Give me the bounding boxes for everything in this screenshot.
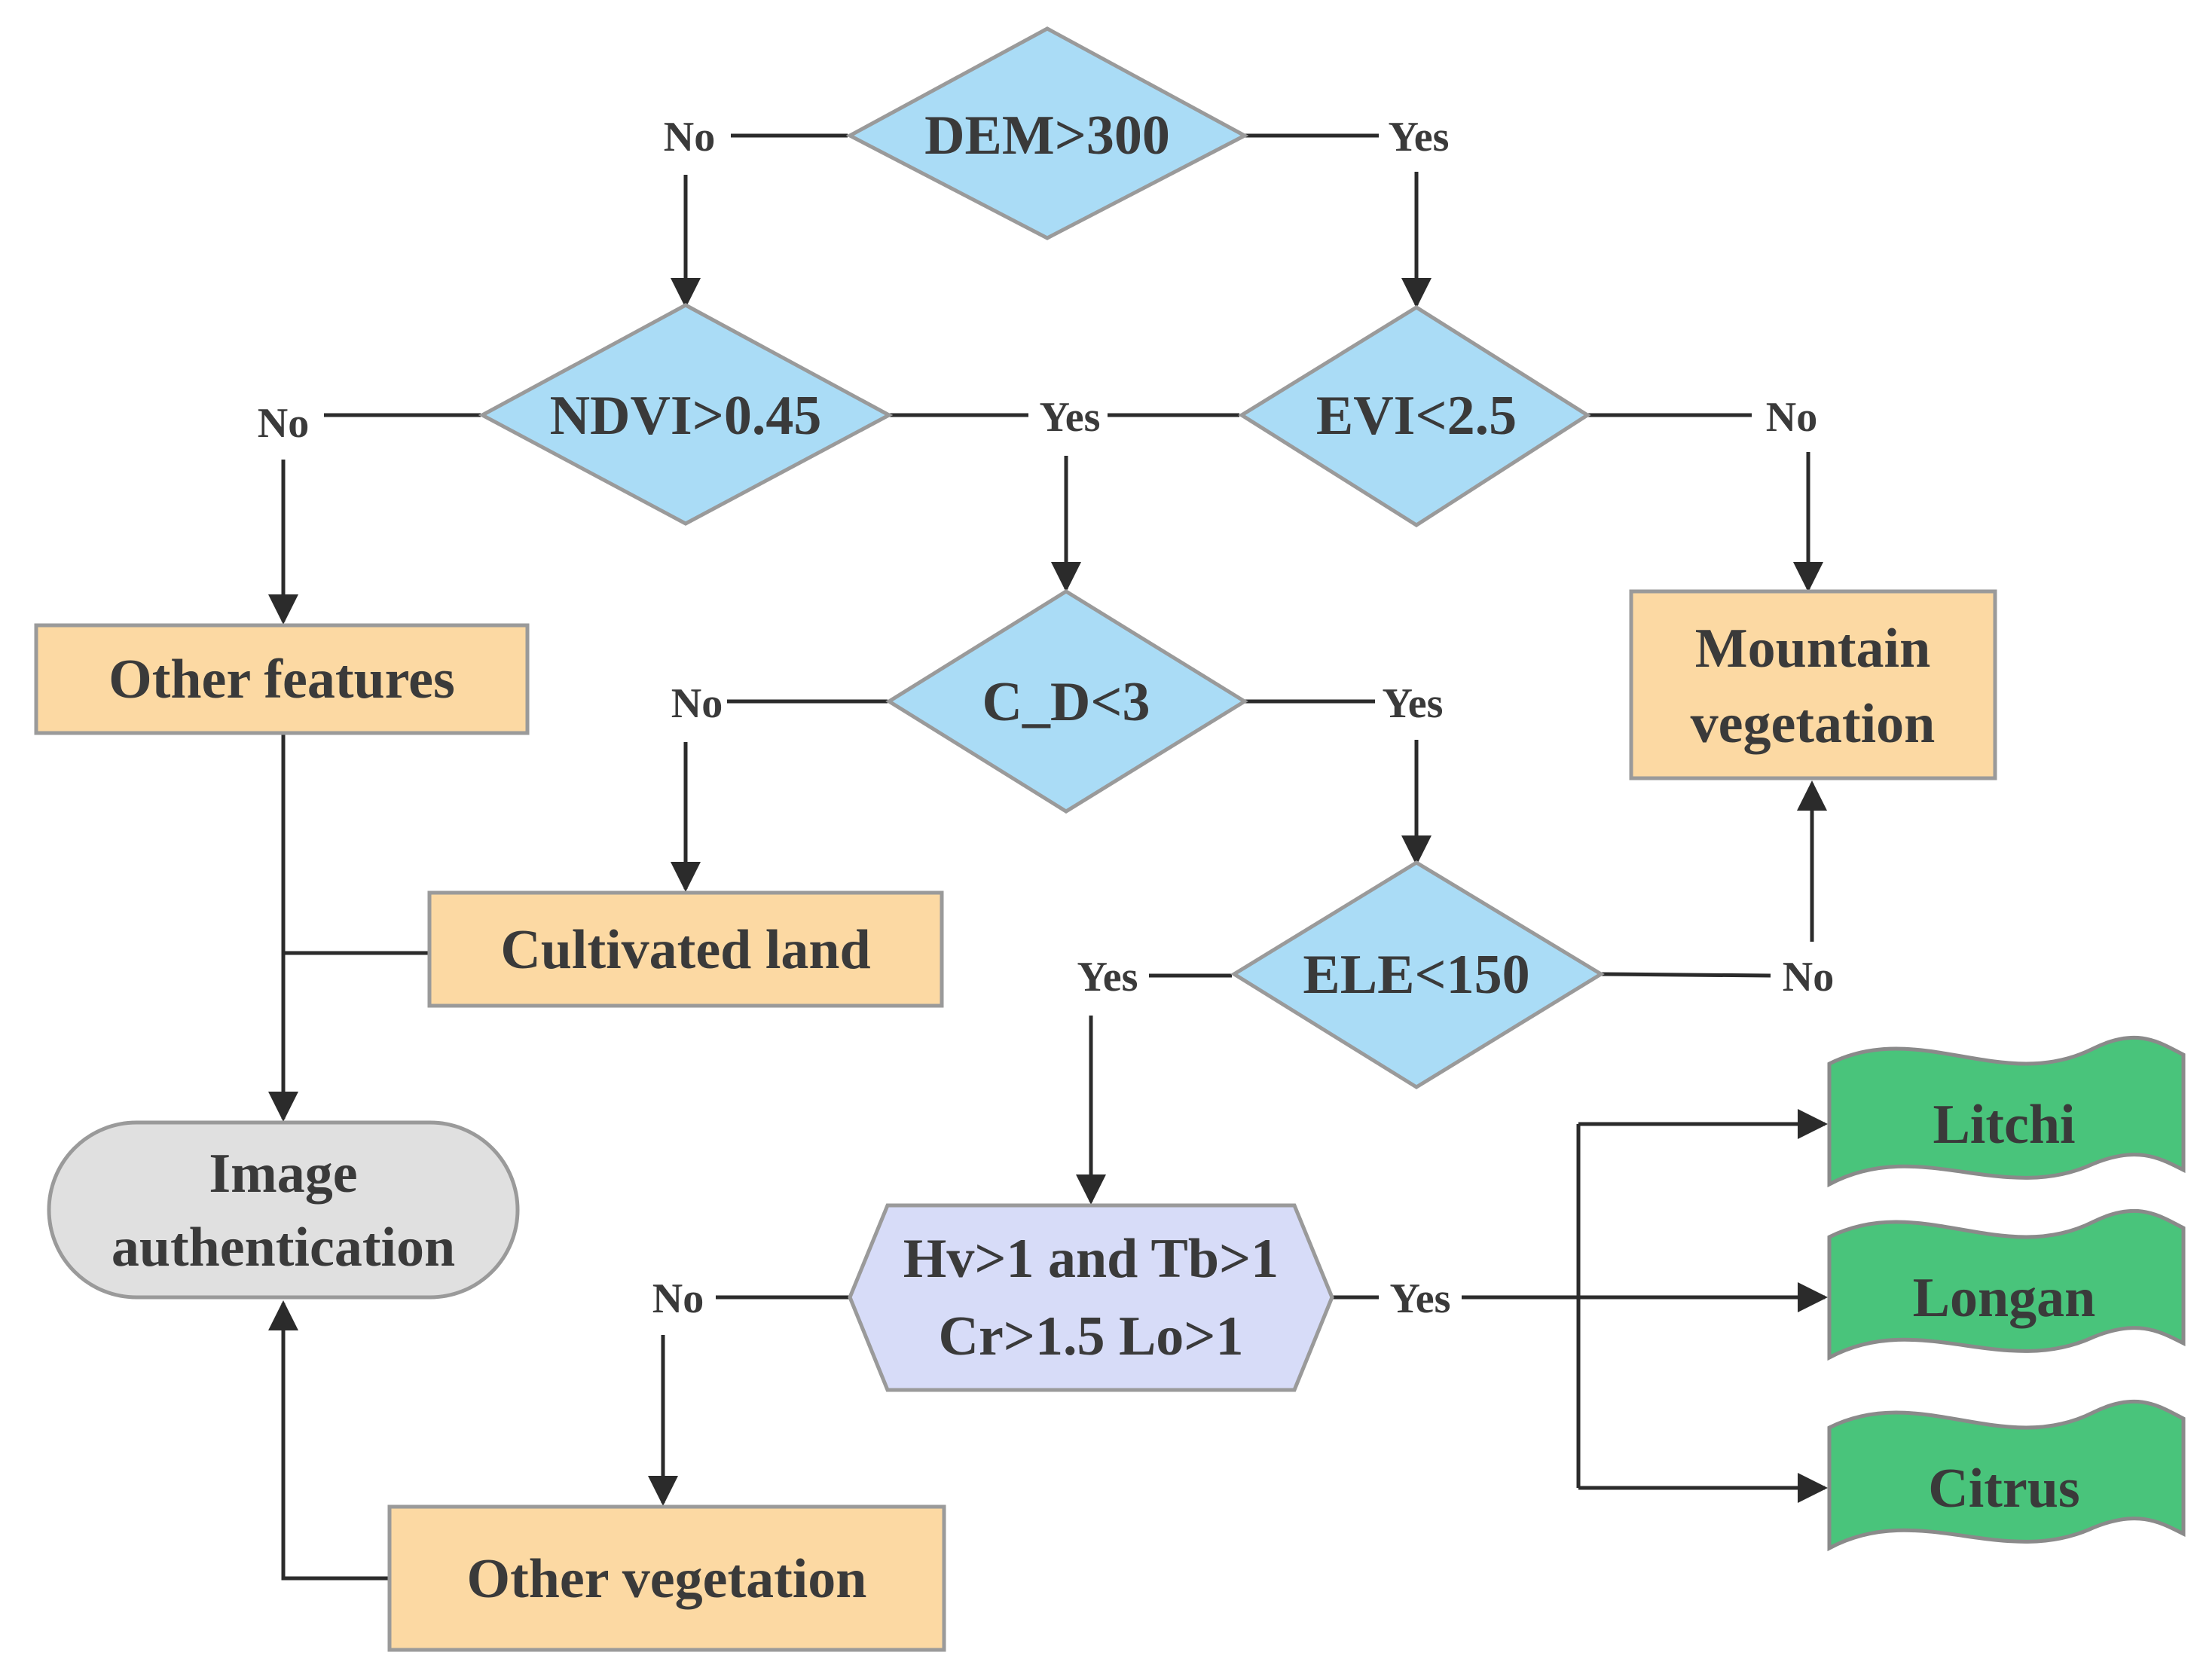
process-other-vegetation-text: Other vegetation (467, 1548, 867, 1610)
decision-ndvi: NDVI>0.45 (478, 303, 894, 526)
process-mountain-text-line1: Mountain (1695, 618, 1931, 680)
process-mountain-vegetation: Mountain vegetation (1629, 589, 1997, 780)
decision-ele-text: ELE<150 (1303, 944, 1529, 1006)
edge-othveg-to-image (268, 1300, 388, 1581)
output-citrus: Citrus (1827, 1399, 2186, 1552)
output-citrus-text: Citrus (1928, 1458, 2079, 1520)
terminal-image-text-line2: authentication (112, 1217, 455, 1278)
label-cd-no: No (671, 680, 723, 727)
process-other-vegetation: Other vegetation (387, 1504, 946, 1652)
decision-ndvi-text: NDVI>0.45 (550, 385, 822, 447)
label-hex-no: No (652, 1275, 704, 1322)
process-mountain-text-line2: vegetation (1691, 693, 1936, 755)
decision-ele: ELE<150 (1230, 860, 1605, 1089)
label-ndvi-evi-yes: Yes (1040, 394, 1101, 441)
label-evi-no: No (1766, 394, 1817, 441)
label-ele-yes: Yes (1077, 954, 1138, 1000)
label-dem-yes: Yes (1389, 114, 1450, 160)
decision-cd: C_D<3 (885, 589, 1248, 814)
decision-evi: EVI<2.5 (1238, 305, 1591, 527)
decision-dem-text: DEM>300 (924, 105, 1170, 166)
label-cd-yes: Yes (1383, 680, 1444, 727)
decision-hexagon: Hv>1 and Tb>1 Cr>1.5 Lo>1 (848, 1203, 1334, 1392)
decision-hexagon-text-line1: Hv>1 and Tb>1 (903, 1228, 1279, 1290)
label-hex-yes: Yes (1390, 1275, 1451, 1322)
process-other-features-text: Other features (108, 649, 455, 710)
output-litchi: Litchi (1827, 1035, 2186, 1188)
output-longan-text: Longan (1913, 1267, 2096, 1329)
process-cultivated-text: Cultivated land (500, 919, 870, 981)
decision-cd-text: C_D<3 (982, 671, 1150, 733)
terminal-image-authentication: Image authentication (47, 1120, 520, 1300)
edge-ele-no (1600, 972, 1771, 978)
label-dem-no: No (664, 114, 715, 160)
output-litchi-text: Litchi (1933, 1094, 2075, 1156)
terminal-image-text-line1: Image (209, 1143, 357, 1205)
decision-dem: DEM>300 (845, 26, 1249, 240)
output-longan: Longan (1827, 1208, 2186, 1361)
decision-evi-text: EVI<2.5 (1316, 385, 1517, 447)
label-ndvi-no: No (258, 400, 309, 447)
edges (268, 133, 1828, 1581)
edge-labels: No Yes No Yes No No Yes Yes No No Yes (258, 114, 1834, 1322)
process-cultivated-land: Cultivated land (427, 890, 944, 1008)
decision-hexagon-text-line2: Cr>1.5 Lo>1 (939, 1306, 1244, 1367)
label-ele-no: No (1783, 954, 1834, 1000)
process-other-features: Other features (34, 623, 530, 735)
